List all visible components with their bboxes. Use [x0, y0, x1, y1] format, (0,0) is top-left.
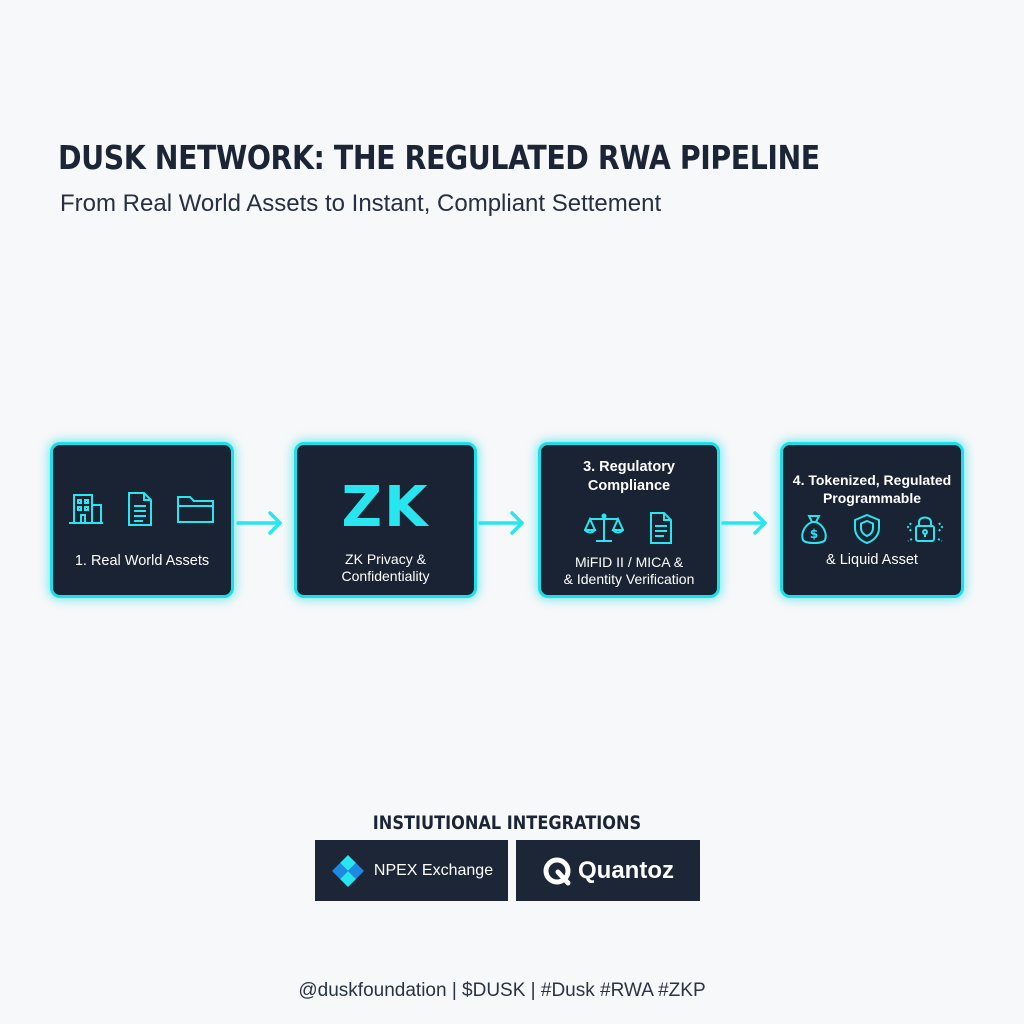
scales-icon	[584, 513, 624, 542]
step-3-label-line2: & Identity Verification	[563, 571, 695, 587]
padlock-icon	[906, 516, 944, 542]
npex-logo-icon	[331, 854, 364, 887]
document-icon	[650, 512, 672, 544]
partner-name: NPEX Exchange	[373, 861, 494, 879]
partner-quantoz[interactable]: Quantoz	[516, 840, 700, 901]
zk-logo: ZK	[341, 475, 430, 540]
arrow-right-icon	[478, 505, 526, 546]
step-3-label-line1: MiFID II / MICA &	[574, 554, 684, 570]
money-bag-icon: $	[801, 515, 827, 544]
step-1-label: 1. Real World Assets	[74, 553, 210, 569]
step-4-label: & Liquid Asset	[826, 552, 918, 568]
footer-hashtags: @duskfoundation | $DUSK | #Dusk #RWA #ZK…	[298, 980, 706, 1001]
folder-icon	[177, 496, 214, 523]
page-title: DUSK NETWORK: THE REGULATED RWA PIPELINE	[58, 138, 820, 177]
pipeline-step-regulatory-compliance: 3. Regulatory Compliance MiFID II / MICA…	[538, 442, 720, 598]
pipeline-step-zk-privacy: ZK ZK Privacy & Confidentiality	[294, 442, 477, 598]
integrations-title: INSTIUTIONAL INTEGRATIONS	[372, 812, 642, 834]
step-4-heading-line2: Programmable	[822, 490, 922, 506]
arrow-right-icon	[721, 505, 769, 546]
partner-name: Quantoz	[578, 856, 674, 884]
step-2-label-line2: Confidentiality	[341, 568, 430, 584]
partner-npex-exchange[interactable]: NPEX Exchange	[315, 840, 508, 901]
pipeline-step-real-world-assets: 1. Real World Assets	[50, 442, 234, 598]
shield-icon	[854, 513, 880, 545]
step-4-heading-line1: 4. Tokenized, Regulated	[792, 472, 952, 488]
step-2-label-line1: ZK Privacy &	[345, 551, 426, 567]
document-icon	[128, 492, 152, 526]
step-3-heading-line1: 3. Regulatory	[583, 459, 675, 475]
pipeline-step-tokenized-asset: 4. Tokenized, Regulated Programmable $ &…	[780, 442, 964, 598]
quantoz-logo-icon	[543, 857, 571, 885]
page-subtitle: From Real World Assets to Instant, Compl…	[60, 190, 662, 217]
step-3-heading-line2: Compliance	[587, 478, 671, 494]
building-icon	[69, 494, 103, 524]
svg-text:$: $	[810, 527, 818, 541]
arrow-right-icon	[236, 505, 284, 546]
